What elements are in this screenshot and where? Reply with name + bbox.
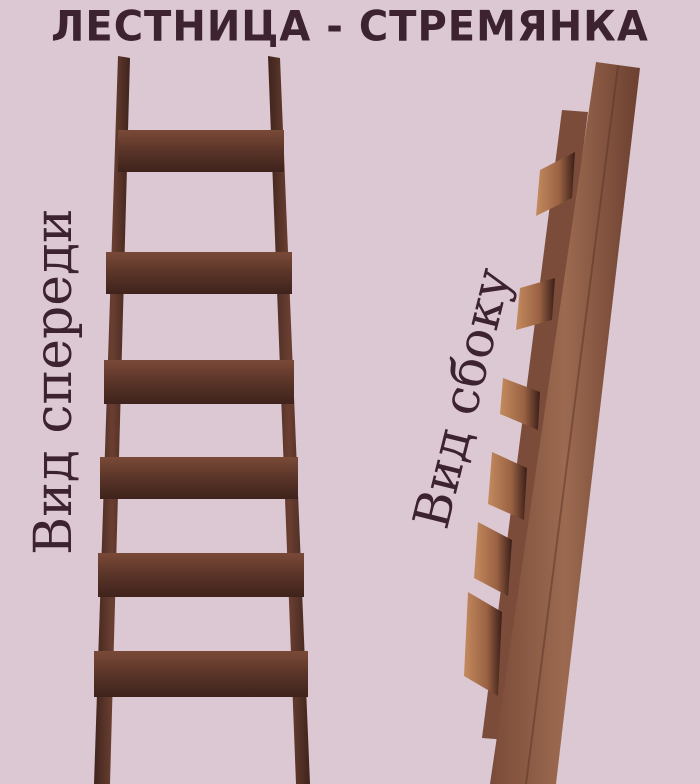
- front-rung: [94, 651, 308, 697]
- front-rungs: [94, 130, 308, 697]
- side-step: [500, 378, 540, 430]
- front-view-ladder: [94, 56, 310, 784]
- front-right-rail: [268, 56, 310, 784]
- front-rung: [106, 252, 292, 294]
- front-rung: [118, 130, 284, 172]
- side-step: [516, 278, 555, 330]
- side-step: [488, 452, 527, 520]
- side-steps: [464, 152, 575, 696]
- front-view-label: Вид спереди: [24, 208, 84, 555]
- page-title: ЛЕСТНИЦА - СТРЕМЯНКА: [51, 2, 649, 52]
- front-rung: [100, 457, 298, 499]
- side-step: [536, 152, 575, 216]
- side-step: [464, 592, 502, 696]
- front-left-rail: [94, 56, 130, 784]
- side-front-rail: [490, 62, 640, 784]
- front-rung: [104, 360, 294, 404]
- side-step: [474, 522, 512, 596]
- side-view-ladder: [464, 62, 640, 784]
- front-rung: [98, 553, 304, 597]
